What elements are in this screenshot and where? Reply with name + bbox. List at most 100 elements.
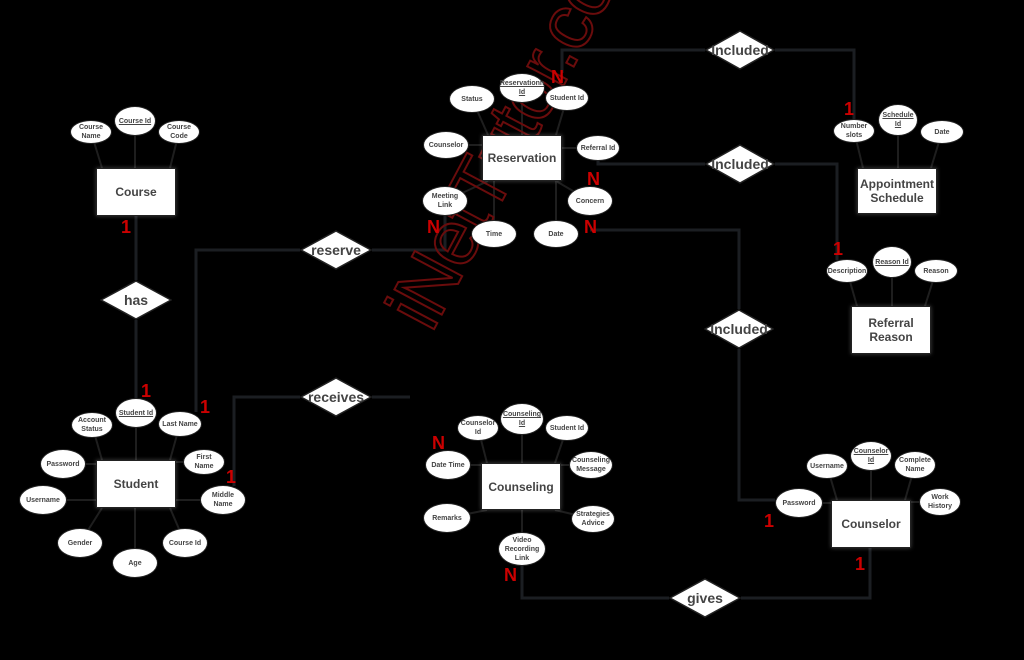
relationship-label: gives: [687, 590, 723, 606]
connector-reserve-reservation: [372, 216, 447, 252]
attribute-reservation-referral-id[interactable]: Referral Id: [576, 135, 620, 161]
attribute-label: Complete Name: [899, 457, 931, 473]
entity-label: Referral Reason: [868, 316, 914, 344]
attribute-student-middle-name[interactable]: Middle Name: [200, 485, 246, 515]
attribute-label: Counselor Id: [460, 420, 496, 436]
attribute-counseling-student-id[interactable]: Student Id: [545, 415, 589, 441]
attribute-label: Work History: [927, 494, 953, 510]
attribute-appointment-schedule-number-slots[interactable]: Number slots: [833, 119, 875, 143]
attribute-label: Password: [46, 460, 80, 468]
connector-reservation-included-low: [590, 228, 741, 309]
attribute-label: Strategies Advice: [576, 511, 610, 527]
cardinality-label: 1: [844, 99, 855, 119]
entity-course[interactable]: Course: [96, 168, 176, 216]
diamond-shape-icon: [705, 30, 775, 70]
attribute-counseling-counseling-message[interactable]: Counseling Message: [569, 451, 613, 479]
attribute-counselor-counselor-id[interactable]: Counselor Id: [850, 441, 892, 471]
attribute-label: Gender: [67, 539, 93, 547]
attribute-student-first-name[interactable]: First Name: [183, 449, 225, 475]
entity-counseling[interactable]: Counseling: [481, 463, 561, 510]
attribute-referral-reason-description[interactable]: Description: [826, 259, 868, 283]
attribute-student-account-status[interactable]: Account Status: [71, 412, 113, 438]
attribute-student-gender[interactable]: Gender: [57, 528, 103, 558]
attribute-label: Password: [782, 499, 816, 507]
diamond-shape-icon: [705, 144, 775, 184]
attribute-reservation-counselor[interactable]: Counselor: [423, 131, 469, 159]
primary-key-label: Student Id: [118, 409, 154, 417]
relationship-included-mid[interactable]: Included: [705, 144, 775, 184]
primary-key-label: Reservationn Id: [499, 80, 545, 96]
attribute-course-course-id[interactable]: Course Id: [114, 106, 156, 136]
attribute-course-course-name[interactable]: Course Name: [70, 120, 112, 144]
attribute-counseling-counseling-id[interactable]: Counseling Id: [500, 403, 544, 435]
attribute-counselor-password[interactable]: Password: [775, 488, 823, 518]
attribute-counseling-strategies-advice[interactable]: Strategies Advice: [571, 505, 615, 533]
cardinality-label: 1: [226, 467, 237, 487]
relationship-included-low[interactable]: Included: [704, 309, 774, 349]
entity-appointment-schedule[interactable]: Appointment Schedule: [857, 168, 937, 214]
attribute-reservation-status[interactable]: Status: [449, 85, 495, 113]
attribute-reservation-reservationn-id[interactable]: Reservationn Id: [499, 73, 545, 103]
primary-key-label: Schedule Id: [882, 112, 914, 128]
attribute-label: Meeting Link: [431, 193, 459, 209]
attribute-counseling-video-recording-link[interactable]: Video Recording Link: [498, 532, 546, 566]
attribute-student-age[interactable]: Age: [112, 548, 158, 578]
cardinality-label: 1: [764, 511, 775, 531]
attribute-student-last-name[interactable]: Last Name: [158, 411, 202, 437]
primary-key-label: Reason Id: [875, 258, 909, 266]
cardinality-label: 1: [200, 397, 211, 417]
connector-reservation-included-mid: [596, 161, 705, 166]
entity-student[interactable]: Student: [96, 460, 176, 508]
attribute-student-password[interactable]: Password: [40, 449, 86, 479]
attribute-student-student-id[interactable]: Student Id: [115, 398, 157, 428]
attribute-reservation-meeting-link[interactable]: Meeting Link: [422, 186, 468, 216]
attribute-counselor-username[interactable]: Username: [806, 453, 848, 479]
attribute-reservation-student-id[interactable]: Student Id: [545, 85, 589, 111]
connector-student-reserve: [194, 248, 300, 412]
attribute-label: Last Name: [162, 420, 198, 428]
attribute-reservation-time[interactable]: Time: [471, 220, 517, 248]
relationship-label: reserve: [311, 242, 361, 258]
entity-counselor[interactable]: Counselor: [831, 500, 911, 548]
relationship-gives[interactable]: gives: [669, 578, 741, 618]
relationship-label: has: [123, 292, 149, 308]
attribute-counseling-remarks[interactable]: Remarks: [423, 503, 471, 533]
relationship-label: receives: [307, 389, 365, 405]
diamond-shape-icon: [300, 377, 372, 417]
connector-included-top-schedule: [775, 48, 856, 119]
attribute-label: Student Id: [549, 94, 585, 102]
attribute-reservation-concern[interactable]: Concern: [567, 186, 613, 216]
relationship-has[interactable]: has: [100, 280, 172, 320]
entity-label: Student: [113, 477, 159, 491]
cardinality-label: 1: [121, 217, 132, 237]
attribute-appointment-schedule-date[interactable]: Date: [920, 120, 964, 144]
attribute-student-username[interactable]: Username: [19, 485, 67, 515]
attribute-counseling-counselor-id[interactable]: Counselor Id: [457, 415, 499, 441]
relationship-included-top[interactable]: Included: [705, 30, 775, 70]
entity-label: Appointment Schedule: [860, 177, 934, 205]
relationship-receives[interactable]: receives: [300, 377, 372, 417]
attribute-label: Referral Id: [580, 144, 616, 152]
attribute-label: Date Time: [431, 461, 465, 469]
entity-reservation[interactable]: Reservation: [482, 135, 562, 181]
attribute-label: First Name: [194, 454, 214, 470]
attribute-counselor-work-history[interactable]: Work History: [919, 488, 961, 516]
connector-counseling-gives: [520, 566, 669, 600]
attribute-label: Concern: [575, 197, 605, 205]
attribute-student-course-id[interactable]: Course Id: [162, 528, 208, 558]
entity-referral-reason[interactable]: Referral Reason: [851, 306, 931, 354]
primary-key-label: Counselor Id: [853, 448, 889, 464]
attribute-referral-reason-reason[interactable]: Reason: [914, 259, 958, 283]
attribute-appointment-schedule-schedule-id[interactable]: Schedule Id: [878, 104, 918, 136]
connector-student-receives: [232, 395, 300, 486]
attribute-counseling-date-time[interactable]: Date Time: [425, 450, 471, 480]
cardinality-label: N: [584, 217, 597, 237]
attribute-counselor-complete-name[interactable]: Complete Name: [894, 451, 936, 479]
relationship-reserve[interactable]: reserve: [300, 230, 372, 270]
connector-included-low-counselor: [737, 349, 775, 502]
attribute-referral-reason-reason-id[interactable]: Reason Id: [872, 246, 912, 278]
attribute-course-course-code[interactable]: Course Code: [158, 120, 200, 144]
diamond-shape-icon: [100, 280, 172, 320]
attribute-label: Remarks: [432, 514, 462, 522]
attribute-reservation-date[interactable]: Date: [533, 220, 579, 248]
